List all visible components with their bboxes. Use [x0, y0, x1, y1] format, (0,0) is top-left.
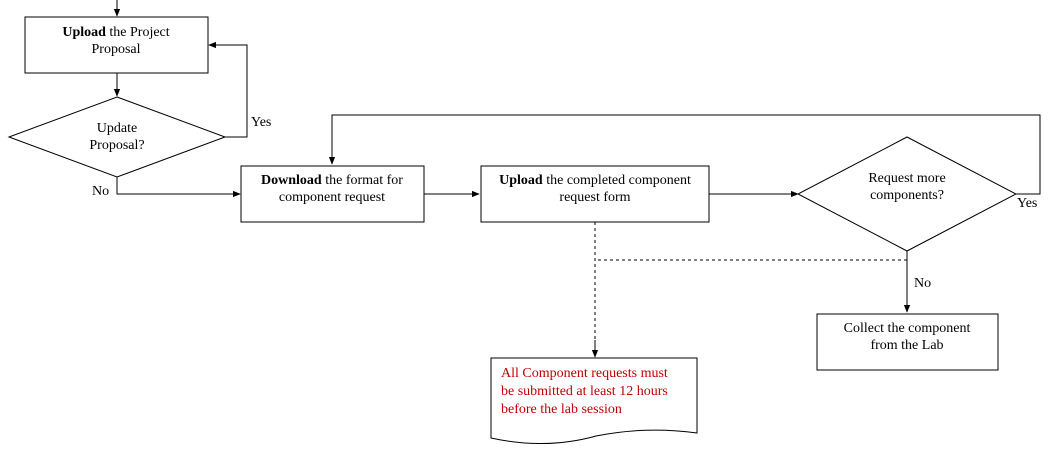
update-proposal-decision: Update Proposal? [7, 96, 227, 178]
note-line1: All Component requests must [501, 366, 668, 381]
note-line2: be submitted at least 12 hours [501, 384, 668, 399]
request-more-decision: Request more components? [796, 136, 1018, 252]
upload-proposal-text: the Project [106, 25, 170, 40]
upload-proposal-bold: Upload [62, 25, 106, 40]
label-more-yes: Yes [1017, 196, 1037, 211]
edge-more-yes [328, 114, 1041, 195]
label-more-no: No [914, 276, 931, 291]
collect-line2: from the Lab [870, 338, 943, 353]
download-format-bold: Download [261, 173, 322, 188]
collect-component-node: Collect the component from the Lab [816, 313, 999, 371]
label-update-no: No [92, 184, 109, 199]
upload-proposal-node: Upload the Project Proposal [24, 16, 209, 74]
update-decision-line1: Update [97, 121, 137, 136]
note-line3: before the lab session [501, 402, 622, 417]
download-format-line2: component request [279, 190, 385, 205]
svg-text:Upload the Project: Upload the Project [62, 25, 169, 40]
more-decision-line2: components? [870, 188, 944, 203]
edge-update-no [116, 177, 241, 198]
upload-form-line2: request form [559, 190, 630, 205]
upload-proposal-line2: Proposal [92, 42, 141, 57]
download-format-text: the format for [322, 173, 404, 188]
note-document: All Component requests must be submitted… [490, 357, 698, 445]
label-update-yes: Yes [251, 115, 271, 130]
update-decision-line2: Proposal? [89, 138, 144, 153]
edge-update-yes [208, 41, 248, 138]
more-decision-line1: Request more [868, 171, 945, 186]
svg-text:Upload the completed component: Upload the completed component [499, 173, 691, 188]
svg-text:Download the format for: Download the format for [261, 173, 403, 188]
collect-line1: Collect the component [844, 321, 971, 336]
download-format-node: Download the format for component reques… [240, 165, 425, 223]
upload-form-text: the completed component [543, 173, 691, 188]
upload-form-bold: Upload [499, 173, 543, 188]
upload-form-node: Upload the completed component request f… [480, 165, 710, 223]
